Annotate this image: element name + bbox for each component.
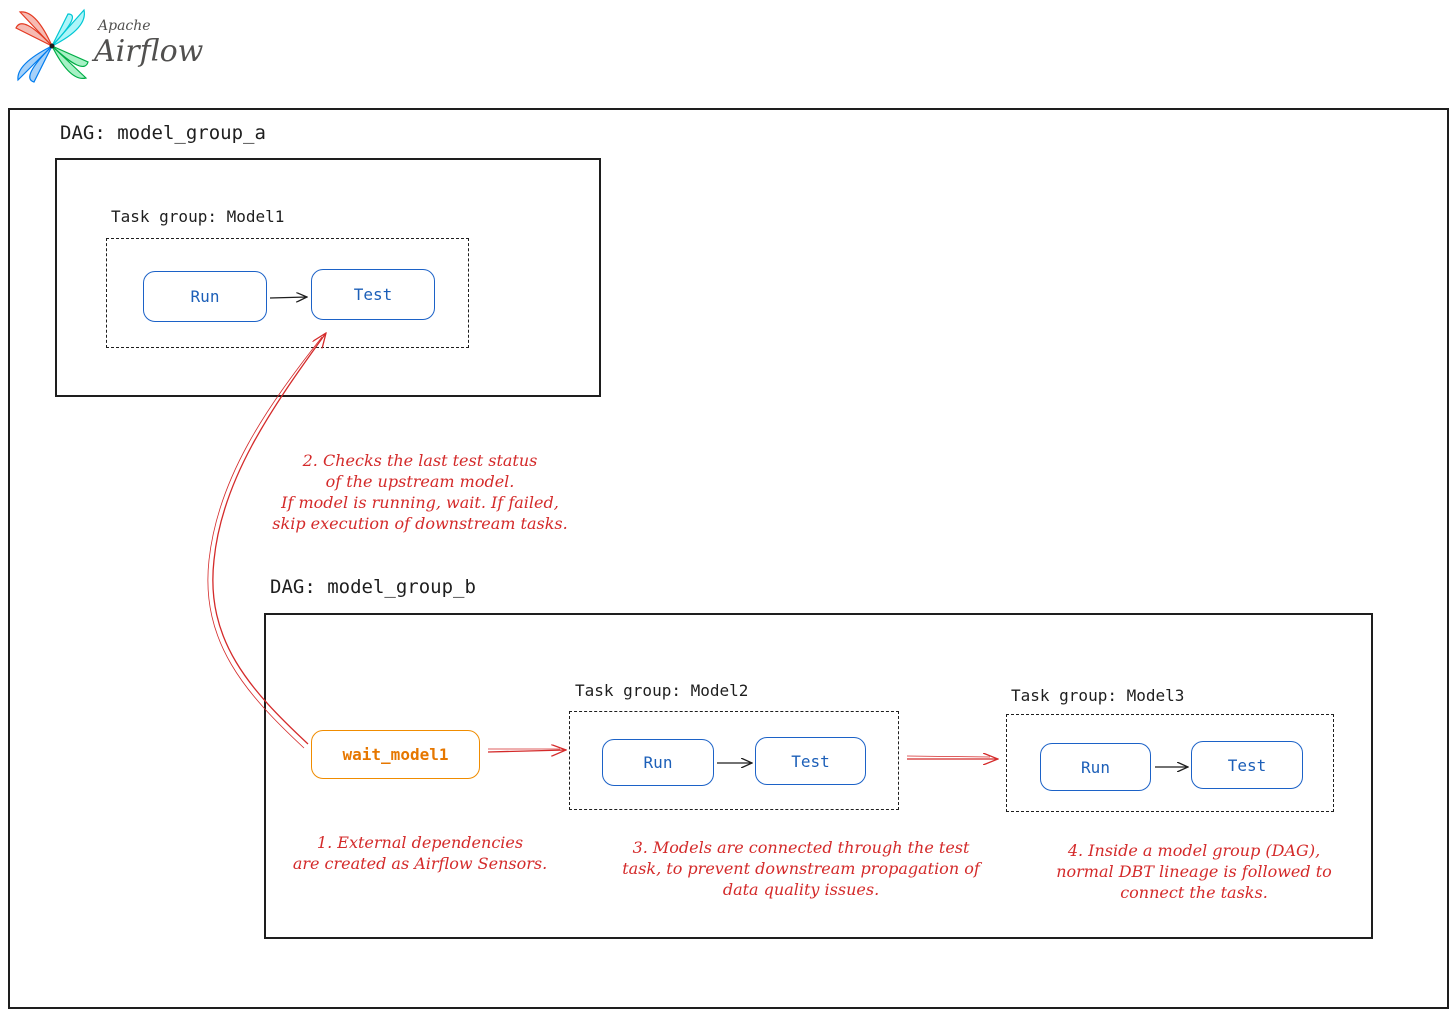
model3-group-title: Task group: Model3: [1011, 686, 1185, 705]
note-2-line-1: 2. Checks the last test status: [302, 451, 538, 470]
model3-group-box: [1006, 714, 1334, 812]
note-3-line-2: task, to prevent downstream propagation …: [622, 859, 980, 878]
note-3-line-3: data quality issues.: [722, 880, 880, 899]
note-1-line-2: are created as Airflow Sensors.: [292, 854, 548, 873]
note-2-line-3: If model is running, wait. If failed,: [281, 493, 559, 512]
note-models-connected: 3. Models are connected through the test…: [598, 837, 1004, 900]
note-2-line-4: skip execution of downstream tasks.: [272, 514, 568, 533]
wait-model1-sensor[interactable]: wait_model1: [311, 730, 480, 779]
model1-test-task[interactable]: Test: [311, 269, 435, 320]
logo-airflow-text: Airflow: [94, 34, 204, 69]
note-dbt-lineage: 4. Inside a model group (DAG), normal DB…: [1035, 840, 1353, 903]
model2-test-task[interactable]: Test: [755, 737, 866, 785]
dag-b-box: [264, 613, 1373, 939]
model2-group-box: [569, 711, 899, 810]
dag-b-title: DAG: model_group_b: [270, 576, 476, 598]
model1-group-title: Task group: Model1: [111, 207, 285, 226]
model3-run-task[interactable]: Run: [1040, 743, 1151, 791]
outer-frame: [8, 108, 1449, 1009]
model3-test-task[interactable]: Test: [1191, 741, 1303, 789]
airflow-logo: Apache Airflow: [12, 6, 212, 86]
note-4-line-3: connect the tasks.: [1120, 883, 1268, 902]
model1-run-task[interactable]: Run: [143, 271, 267, 322]
logo-apache-text: Apache: [98, 18, 151, 34]
note-4-line-1: 4. Inside a model group (DAG),: [1067, 841, 1321, 860]
note-3-line-1: 3. Models are connected through the test: [632, 838, 970, 857]
note-external-dependencies: 1. External dependencies are created as …: [270, 832, 570, 874]
pinwheel-icon: [15, 8, 89, 83]
dag-a-box: [55, 158, 601, 397]
model2-group-title: Task group: Model2: [575, 681, 749, 700]
dag-a-title: DAG: model_group_a: [60, 122, 266, 144]
model2-run-task[interactable]: Run: [602, 739, 714, 786]
note-1-line-1: 1. External dependencies: [316, 833, 524, 852]
note-checks-upstream-status: 2. Checks the last test status of the up…: [255, 450, 585, 534]
note-4-line-2: normal DBT lineage is followed to: [1056, 862, 1332, 881]
note-2-line-2: of the upstream model.: [325, 472, 515, 491]
